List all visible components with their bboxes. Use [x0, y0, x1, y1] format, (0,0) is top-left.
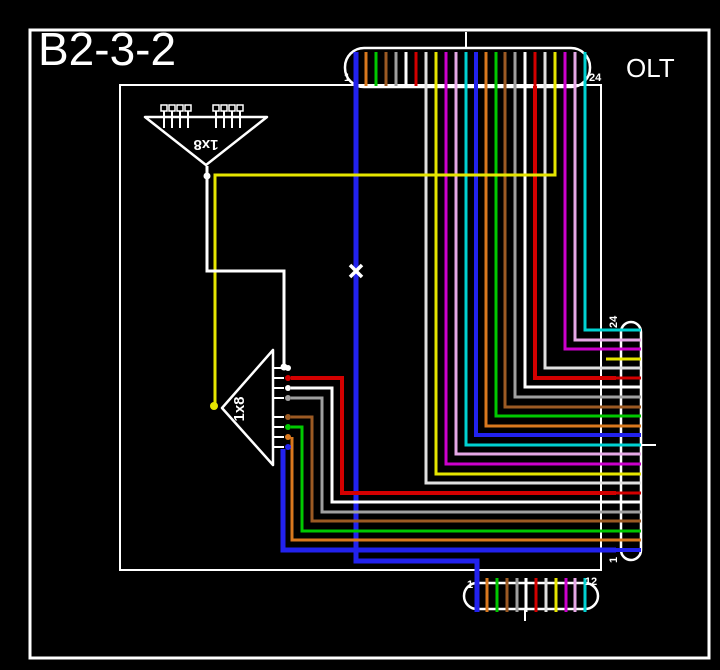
- olt-label: OLT: [626, 53, 675, 83]
- route-olt14-right14: [484, 86, 616, 428]
- route-olt19-right19: [533, 86, 616, 380]
- route-s2out2-right7: [291, 376, 616, 495]
- top-port1-label: 1: [344, 72, 350, 84]
- enclosure-box: [119, 84, 602, 571]
- route-olt23-right23: [573, 86, 616, 342]
- s2-out8-port: [285, 444, 291, 450]
- splitter-1x8-left[interactable]: [220, 348, 275, 467]
- s1-connector-end-5: [212, 104, 220, 112]
- top-port24-label: 24: [589, 72, 602, 84]
- s1-input-splice-dot: [203, 172, 211, 180]
- route-olt20-right20: [543, 86, 616, 370]
- route-olt22-right22: [563, 86, 616, 351]
- route-olt8-right8: [424, 86, 616, 485]
- route-s2out5-right4: [291, 415, 616, 523]
- s2-out1-port: [285, 365, 291, 371]
- route-olt10-right10: [444, 86, 616, 466]
- route-olt11-right11: [454, 86, 616, 456]
- bottom-port1-label: 1: [467, 579, 473, 591]
- page-title: B2-3-2: [38, 23, 176, 75]
- s1-connector-end-1: [160, 104, 168, 112]
- s2-out7-port: [285, 434, 291, 440]
- s1-connector-end-6: [220, 104, 228, 112]
- s1-connector-end-4: [184, 104, 192, 112]
- route-s2out1-to-splitter1: [205, 166, 286, 366]
- splitter-1x8-top[interactable]: [143, 115, 269, 167]
- s2-out3-port: [285, 385, 291, 391]
- outer-border: [28, 28, 711, 660]
- s2-out5-port: [285, 414, 291, 420]
- bottom-port12-label: 12: [585, 576, 597, 588]
- route-olt16-right16: [503, 86, 616, 409]
- s2-input-splice-dot: [210, 402, 218, 410]
- s1-connector-end-3: [176, 104, 184, 112]
- route-olt15-right15: [494, 86, 616, 418]
- right-connector-24port[interactable]: [619, 320, 643, 562]
- route-s2out7-right2: [290, 437, 616, 542]
- splitter2-ratio-label: 1x8: [231, 396, 248, 421]
- route-olt12-right12: [464, 86, 616, 447]
- route-olt21-to-splitter2: [213, 86, 557, 404]
- route-olt9-right9: [434, 86, 616, 476]
- splice-cross-mark-b: [348, 263, 364, 279]
- bottom-connector-12port[interactable]: [462, 581, 600, 611]
- right-port24-label: 24: [608, 315, 620, 328]
- route-s2out3-right6: [291, 386, 616, 504]
- s2-out2-port: [285, 375, 291, 381]
- splitter1-ratio-label: 1x8: [193, 136, 218, 153]
- s1-connector-end-8: [236, 104, 244, 112]
- s2-out4-port: [285, 395, 291, 401]
- route-s2out6-right3: [291, 425, 616, 533]
- right-port1-label: 1: [608, 557, 620, 563]
- s2-out6-port: [285, 424, 291, 430]
- route-s2out8-right1: [280, 449, 616, 553]
- s1-connector-end-7: [228, 104, 236, 112]
- s1-connector-end-2: [168, 104, 176, 112]
- route-olt18-right18: [523, 86, 616, 389]
- route-olt13-right13: [474, 86, 616, 437]
- route-s2out4-right5: [291, 396, 616, 514]
- route-olt17-right17: [513, 86, 616, 399]
- route-olt24-right24: [583, 86, 616, 332]
